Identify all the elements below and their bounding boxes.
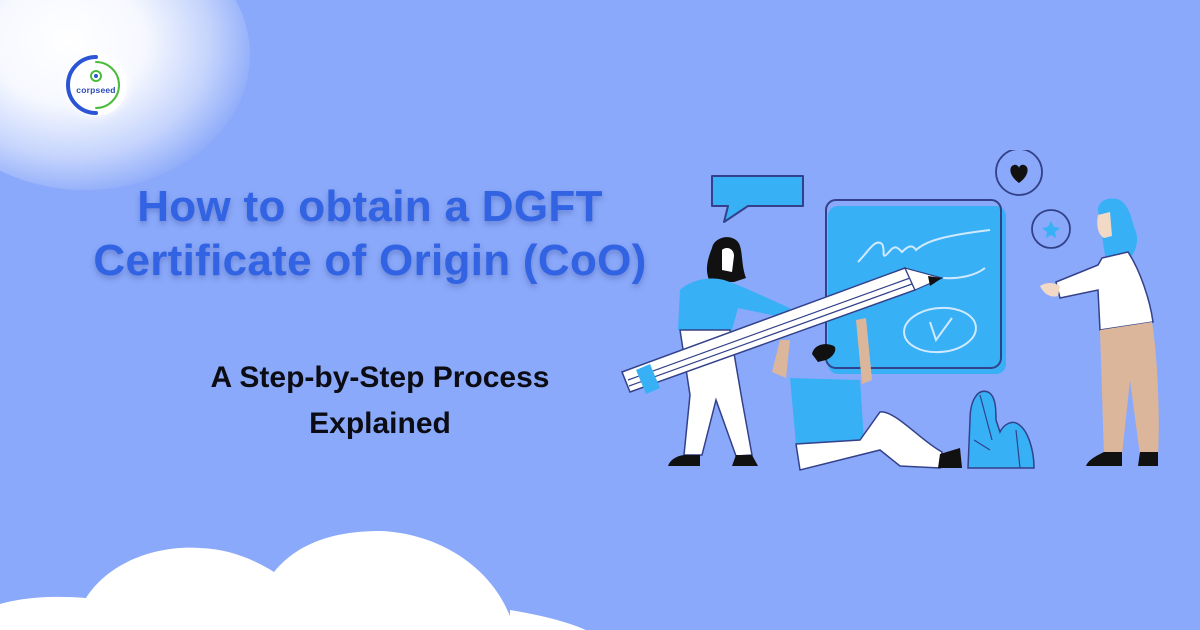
person-seated (772, 318, 962, 471)
illustration (621, 150, 1159, 471)
subtitle-line-1: A Step-by-Step Process (210, 361, 550, 394)
logo-ring-icon (66, 55, 120, 115)
logo-text: corpseed (76, 85, 116, 95)
signature-board (825, 199, 1006, 374)
page-title: How to obtain a DGFT Certificate of Orig… (70, 180, 670, 288)
corpseed-logo[interactable]: corpseed (65, 54, 127, 116)
title-line-2: Certificate of Origin (CoO) (93, 236, 647, 285)
subtitle-line-2: Explained (309, 407, 451, 440)
bottom-cloud (0, 531, 586, 630)
star-icon (1031, 209, 1071, 249)
title-line-1: How to obtain a DGFT (137, 182, 603, 231)
pencil (621, 267, 944, 394)
person-standing-right (1040, 198, 1159, 466)
checkmark-icon (903, 306, 977, 354)
heart-icon (995, 150, 1043, 196)
person-girl (668, 237, 790, 466)
page-subtitle: A Step-by-Step Process Explained (150, 355, 610, 447)
plant-icon (967, 390, 1035, 469)
speech-bubble-icon (711, 175, 804, 223)
